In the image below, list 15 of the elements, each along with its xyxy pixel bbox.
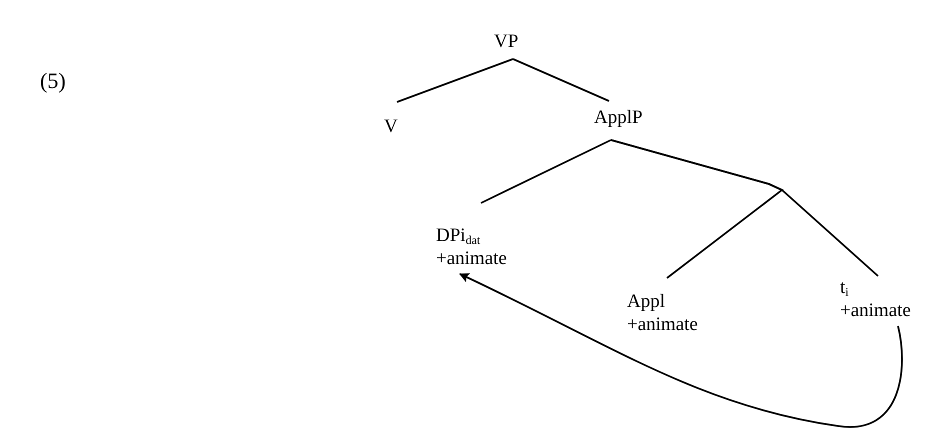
feature-label: +animate bbox=[840, 299, 912, 322]
tree-branch bbox=[610, 139, 879, 277]
feature-label: +animate bbox=[627, 313, 699, 336]
tree-branch bbox=[396, 58, 514, 103]
node-label: ApplP bbox=[594, 106, 644, 129]
tree-branch bbox=[512, 58, 610, 102]
node-label: t$_{i}$ bbox=[840, 276, 850, 299]
node-label: VP bbox=[494, 30, 520, 53]
node-label: Appl bbox=[627, 290, 666, 313]
node-label: V bbox=[384, 115, 399, 138]
feature-label: +animate bbox=[436, 247, 508, 270]
tree-branch bbox=[480, 139, 612, 204]
example-number: (5) bbox=[40, 68, 66, 94]
movement-arrow bbox=[459, 273, 903, 428]
node-label: DPi$_{dat}$ bbox=[436, 224, 482, 247]
